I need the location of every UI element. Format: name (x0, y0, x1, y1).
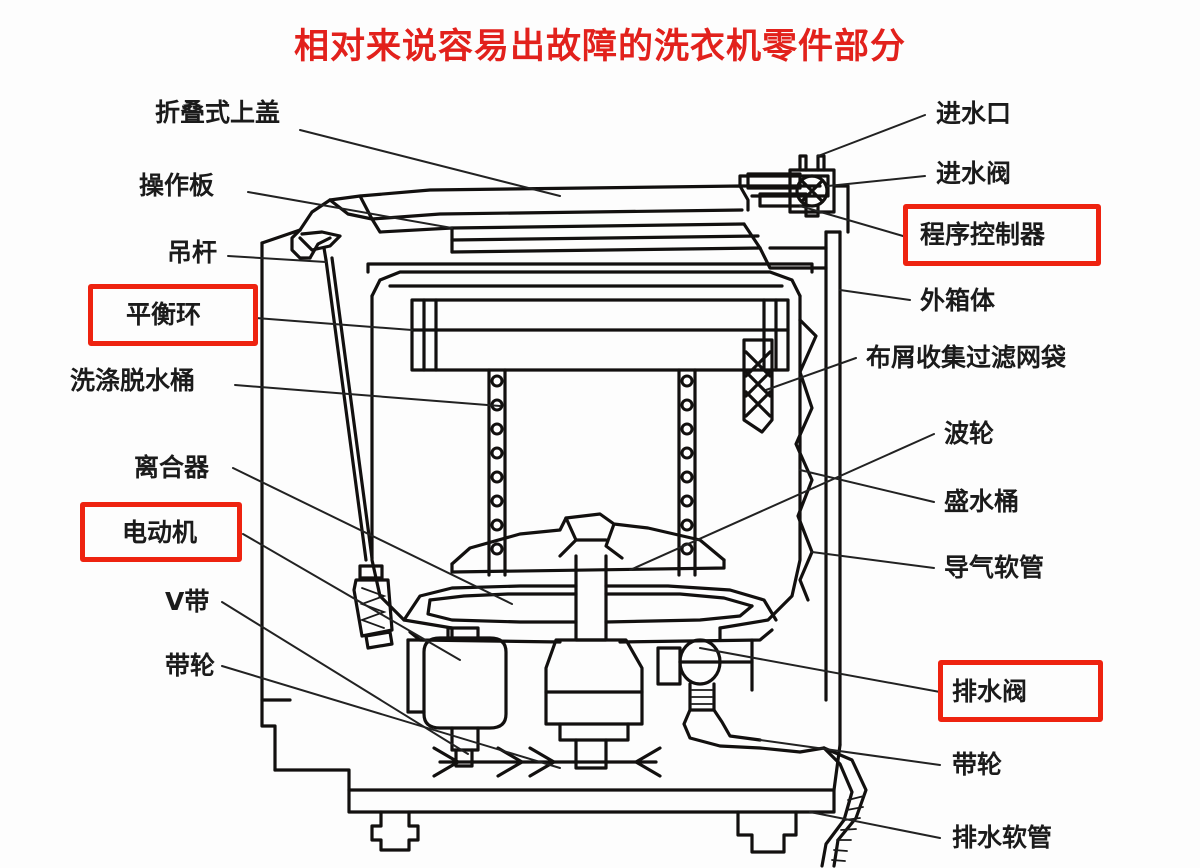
label-water-inlet: 进水口 (936, 99, 1012, 128)
label-drain-hose: 排水软管 (952, 823, 1053, 852)
label-v-belt: V带 (165, 587, 210, 616)
page-title: 相对来说容易出故障的洗衣机零件部分 (293, 27, 906, 67)
label-suspension-rod: 吊杆 (167, 238, 218, 267)
label-motor: 电动机 (122, 518, 198, 547)
label-clutch: 离合器 (134, 453, 210, 482)
label-inlet-valve: 进水阀 (936, 159, 1012, 188)
label-lint-filter-bag: 布屑收集过滤网袋 (866, 343, 1067, 372)
highlight-box-balance-ring (88, 284, 258, 346)
label-folding-top-lid: 折叠式上盖 (155, 98, 281, 127)
label-program-controller: 程序控制器 (920, 220, 1046, 249)
label-wash-spin-tub: 洗涤脱水桶 (70, 366, 196, 395)
label-belt-pulley-right: 带轮 (952, 750, 1003, 779)
label-air-guide-hose: 导气软管 (944, 553, 1045, 582)
label-belt-pulley-left: 带轮 (165, 651, 216, 680)
label-balance-ring: 平衡环 (126, 300, 202, 329)
label-outer-cabinet: 外箱体 (920, 286, 996, 315)
label-control-panel: 操作板 (139, 171, 215, 200)
highlight-box-program-controller (903, 204, 1101, 266)
label-pulsator: 波轮 (944, 419, 995, 448)
highlight-box-motor (80, 502, 242, 562)
highlight-box-drain-valve (938, 660, 1103, 722)
label-drain-valve: 排水阀 (952, 677, 1028, 706)
label-water-holding-tub: 盛水桶 (944, 487, 1020, 516)
